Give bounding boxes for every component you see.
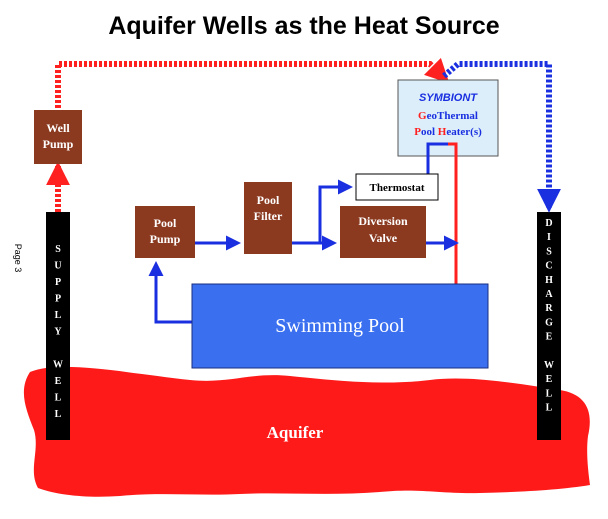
supply-well-letter: W — [53, 360, 63, 371]
pool-pump — [135, 206, 195, 258]
discharge-well-letter: L — [546, 403, 553, 414]
pipe-pool-to-pump — [148, 261, 192, 324]
heater-brand: SYMBIONT — [419, 92, 478, 104]
supply-well-letter: L — [55, 393, 62, 404]
heater-line-2: Pool Heater(s) — [414, 126, 482, 138]
pipe-to-thermostat — [318, 179, 353, 243]
discharge-well-letter: G — [545, 317, 553, 328]
supply-well-letter: E — [55, 376, 62, 387]
pool-filter-label-2: Filter — [254, 209, 283, 223]
supply-well-letter: Y — [54, 327, 62, 338]
discharge-well-letter: E — [546, 332, 553, 343]
discharge-well-letter: A — [545, 289, 553, 300]
aquifer-region — [23, 366, 590, 497]
discharge-well-letter: W — [544, 360, 554, 371]
discharge-well-letter: R — [545, 303, 553, 314]
pool-pump-label-1: Pool — [154, 216, 177, 230]
supply-well-letter: P — [55, 277, 61, 288]
heater-outlet-blue — [426, 142, 448, 176]
well-pump — [34, 110, 82, 164]
diversion-valve-label-1: Diversion — [358, 214, 408, 228]
supply-well-letter: L — [55, 310, 62, 321]
diagram-title: Aquifer Wells as the Heat Source — [108, 12, 499, 40]
discharge-well-letter: S — [546, 246, 552, 257]
pool-filter-label-1: Pool — [257, 193, 280, 207]
cold-water-pipe-discharge — [442, 61, 561, 213]
discharge-well-letter: L — [546, 388, 553, 399]
heater-outlet-red — [448, 142, 464, 299]
discharge-well — [537, 212, 561, 440]
discharge-well-letter: C — [545, 261, 552, 272]
discharge-well-letter: H — [545, 275, 553, 286]
well-pump-label-2: Pump — [43, 137, 74, 151]
thermostat — [355, 173, 439, 201]
supply-well-letter: U — [54, 261, 61, 272]
diversion-valve — [340, 206, 426, 258]
supply-well-letter: L — [55, 409, 62, 420]
page-label: Page 3 — [13, 244, 23, 273]
diversion-valve-label-2: Valve — [369, 231, 398, 245]
supply-well-letter: P — [55, 294, 61, 305]
discharge-well-letter: E — [546, 374, 553, 385]
supply-well — [46, 212, 70, 440]
well-pump-label-1: Well — [46, 121, 70, 135]
thermostat-label: Thermostat — [370, 182, 425, 194]
pool-filter — [244, 182, 292, 254]
swimming-pool — [191, 283, 489, 369]
discharge-well-letter: D — [545, 218, 552, 229]
heater-line-1: GeoThermal — [418, 110, 478, 122]
pool-pump-label-2: Pump — [150, 232, 181, 246]
discharge-well-letter: I — [547, 232, 551, 243]
hot-water-pipe-main — [55, 57, 450, 108]
swimming-pool-label: Swimming Pool — [275, 315, 405, 337]
aquifer-label: Aquifer — [267, 423, 324, 442]
supply-well-letter: S — [55, 244, 61, 255]
